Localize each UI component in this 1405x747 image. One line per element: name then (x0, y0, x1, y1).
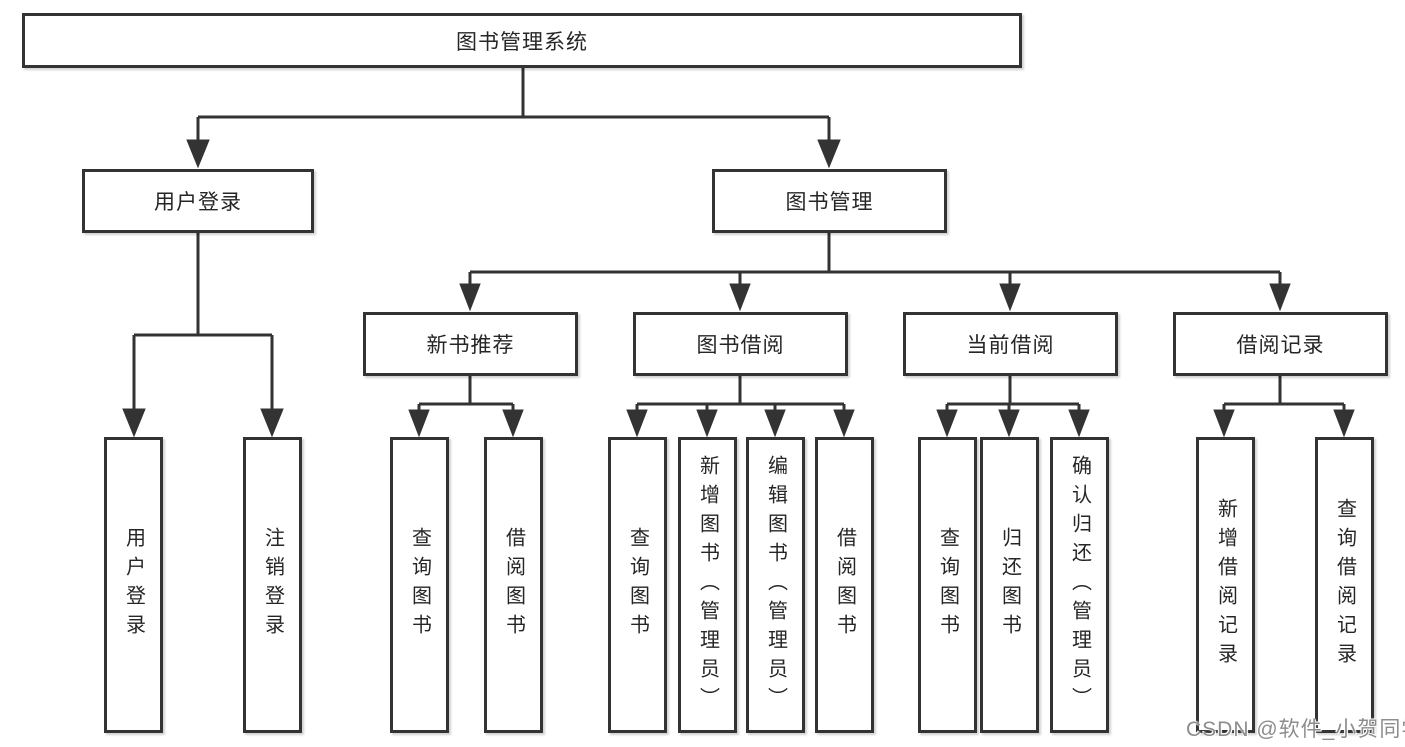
connector-borrow-records-children (1213, 376, 1355, 438)
connector-user-login-children (122, 233, 284, 438)
connector-current-borrow-children (936, 376, 1090, 438)
node-new-book-recommend: 新书推荐 (363, 312, 578, 376)
node-label: 注销登录 (261, 527, 284, 643)
node-book-borrow: 图书借阅 (633, 312, 848, 376)
watermark-text: CSDN @软件_小贺同学 (1186, 718, 1405, 741)
connector-book-management-children (459, 233, 1291, 312)
connector-root-to-level2 (186, 68, 841, 169)
node-label: 图书借阅 (696, 334, 785, 357)
leaf-return-book: 归还图书 (980, 437, 1039, 733)
node-label: 借阅图书 (502, 527, 525, 643)
node-label: 查询图书 (936, 527, 959, 643)
node-label: 查询图书 (626, 527, 649, 643)
node-label: 新书推荐 (426, 334, 515, 357)
node-library-system: 图书管理系统 (22, 13, 1022, 68)
node-label: 编辑图书（管理员） (764, 454, 787, 716)
node-label: 新增借阅记录 (1214, 498, 1237, 672)
node-label: 图书管理系统 (456, 30, 588, 54)
leaf-query-books-recommend: 查询图书 (390, 437, 449, 733)
leaf-user-login: 用户登录 (104, 437, 163, 733)
leaf-borrow-books: 借阅图书 (815, 437, 874, 733)
node-label: 当前借阅 (966, 334, 1055, 357)
node-label: 用户登录 (122, 527, 145, 643)
node-label: 借阅图书 (833, 527, 856, 643)
leaf-query-books-borrow: 查询图书 (608, 437, 667, 733)
node-label: 查询图书 (408, 527, 431, 643)
leaf-add-borrow-record: 新增借阅记录 (1196, 437, 1255, 733)
leaf-query-borrow-record: 查询借阅记录 (1315, 437, 1374, 733)
node-label: 用户登录 (154, 191, 242, 214)
leaf-logout: 注销登录 (243, 437, 302, 733)
leaf-query-books-current: 查询图书 (918, 437, 977, 733)
node-label: 图书管理 (785, 191, 874, 214)
node-borrow-records: 借阅记录 (1173, 312, 1388, 376)
node-book-management: 图书管理 (712, 169, 947, 233)
leaf-add-book-admin: 新增图书（管理员） (678, 437, 737, 733)
node-label: 借阅记录 (1236, 334, 1325, 357)
node-label: 确认归还（管理员） (1068, 454, 1091, 716)
leaf-edit-book-admin: 编辑图书（管理员） (746, 437, 805, 733)
node-label: 查询借阅记录 (1333, 498, 1356, 672)
leaf-borrow-books-recommend: 借阅图书 (484, 437, 543, 733)
node-label: 归还图书 (998, 527, 1021, 643)
node-label: 新增图书（管理员） (696, 454, 719, 716)
node-user-login-branch: 用户登录 (82, 169, 314, 233)
node-current-borrow: 当前借阅 (903, 312, 1118, 376)
leaf-confirm-return-admin: 确认归还（管理员） (1050, 437, 1109, 733)
connector-book-borrow-children (626, 376, 855, 438)
connector-new-book-recommend-children (408, 376, 524, 438)
